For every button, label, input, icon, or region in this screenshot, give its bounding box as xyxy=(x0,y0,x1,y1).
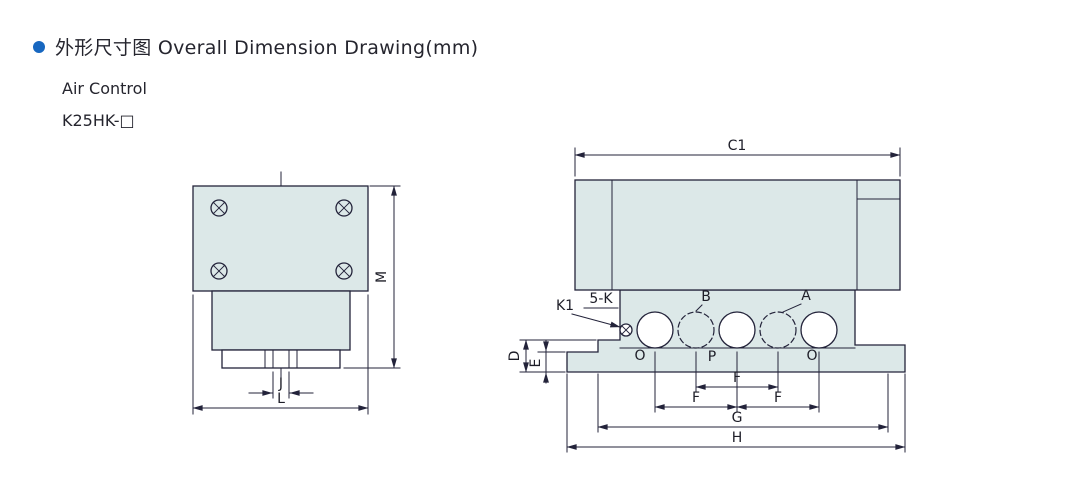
label-5k: 5-K xyxy=(589,291,613,307)
dim-label-c1: C1 xyxy=(728,138,747,154)
dim-label-f-center: F xyxy=(733,370,741,386)
dim-label-d: D xyxy=(507,351,523,362)
callout-a: A xyxy=(782,288,811,313)
mounting-screw-icon xyxy=(619,323,633,337)
dim-label-m: M xyxy=(374,271,390,283)
port-label-p: P xyxy=(708,349,716,365)
dim-f-left: F xyxy=(654,390,738,410)
dim-f-center: F xyxy=(695,370,779,390)
end-cap xyxy=(856,179,901,291)
screw-icon xyxy=(335,199,353,217)
callout-k1: K1 xyxy=(556,298,621,328)
label-k1: K1 xyxy=(556,298,574,314)
dim-label-h: H xyxy=(732,430,743,446)
port-circle-solid xyxy=(718,311,756,349)
dim-label-f-left: F xyxy=(692,390,700,406)
port-circle-dashed xyxy=(759,311,797,349)
valve-base xyxy=(221,349,341,369)
dim-label-g: G xyxy=(732,410,743,426)
dim-h: H xyxy=(566,430,906,450)
port-label-o-left: O xyxy=(634,348,645,364)
dim-j: J xyxy=(248,371,314,399)
model-code: K25HK-□ xyxy=(62,111,135,130)
dim-c1: C1 xyxy=(574,138,901,177)
dim-l: L xyxy=(192,294,369,415)
dim-label-e: E xyxy=(528,359,544,368)
bullet-icon xyxy=(33,40,45,53)
bottom-extension-lines xyxy=(566,351,906,453)
label-b: B xyxy=(701,289,711,305)
dim-g: G xyxy=(597,410,889,430)
dim-d: D xyxy=(507,339,597,373)
valve-body-top xyxy=(192,185,369,292)
manifold-body xyxy=(574,179,901,291)
right-view-side: K1 5-K B A O P O xyxy=(507,138,906,453)
dim-m: M xyxy=(343,185,401,369)
dim-label-l: L xyxy=(277,391,285,407)
port-label-o-right: O xyxy=(806,348,817,364)
dim-e: E xyxy=(528,340,566,384)
left-view-front: M J L xyxy=(192,171,401,415)
dim-f-right: F xyxy=(736,390,820,410)
section-title: 外形尺寸图 Overall Dimension Drawing(mm) xyxy=(55,37,479,59)
screw-icon xyxy=(210,262,228,280)
screw-icon xyxy=(335,262,353,280)
screw-icon xyxy=(210,199,228,217)
section-header: 外形尺寸图 Overall Dimension Drawing(mm) xyxy=(33,33,478,60)
dim-label-j: J xyxy=(278,376,283,392)
product-type-label: Air Control xyxy=(62,79,147,98)
callout-5k: 5-K xyxy=(583,291,619,309)
valve-body-mid xyxy=(211,290,351,351)
callout-b: B xyxy=(695,289,711,312)
port-circle-solid xyxy=(800,311,838,349)
port-circle-dashed xyxy=(677,311,715,349)
label-a: A xyxy=(801,288,811,304)
port-circles xyxy=(636,311,838,349)
port-circle-solid xyxy=(636,311,674,349)
dim-label-f-right: F xyxy=(774,390,782,406)
